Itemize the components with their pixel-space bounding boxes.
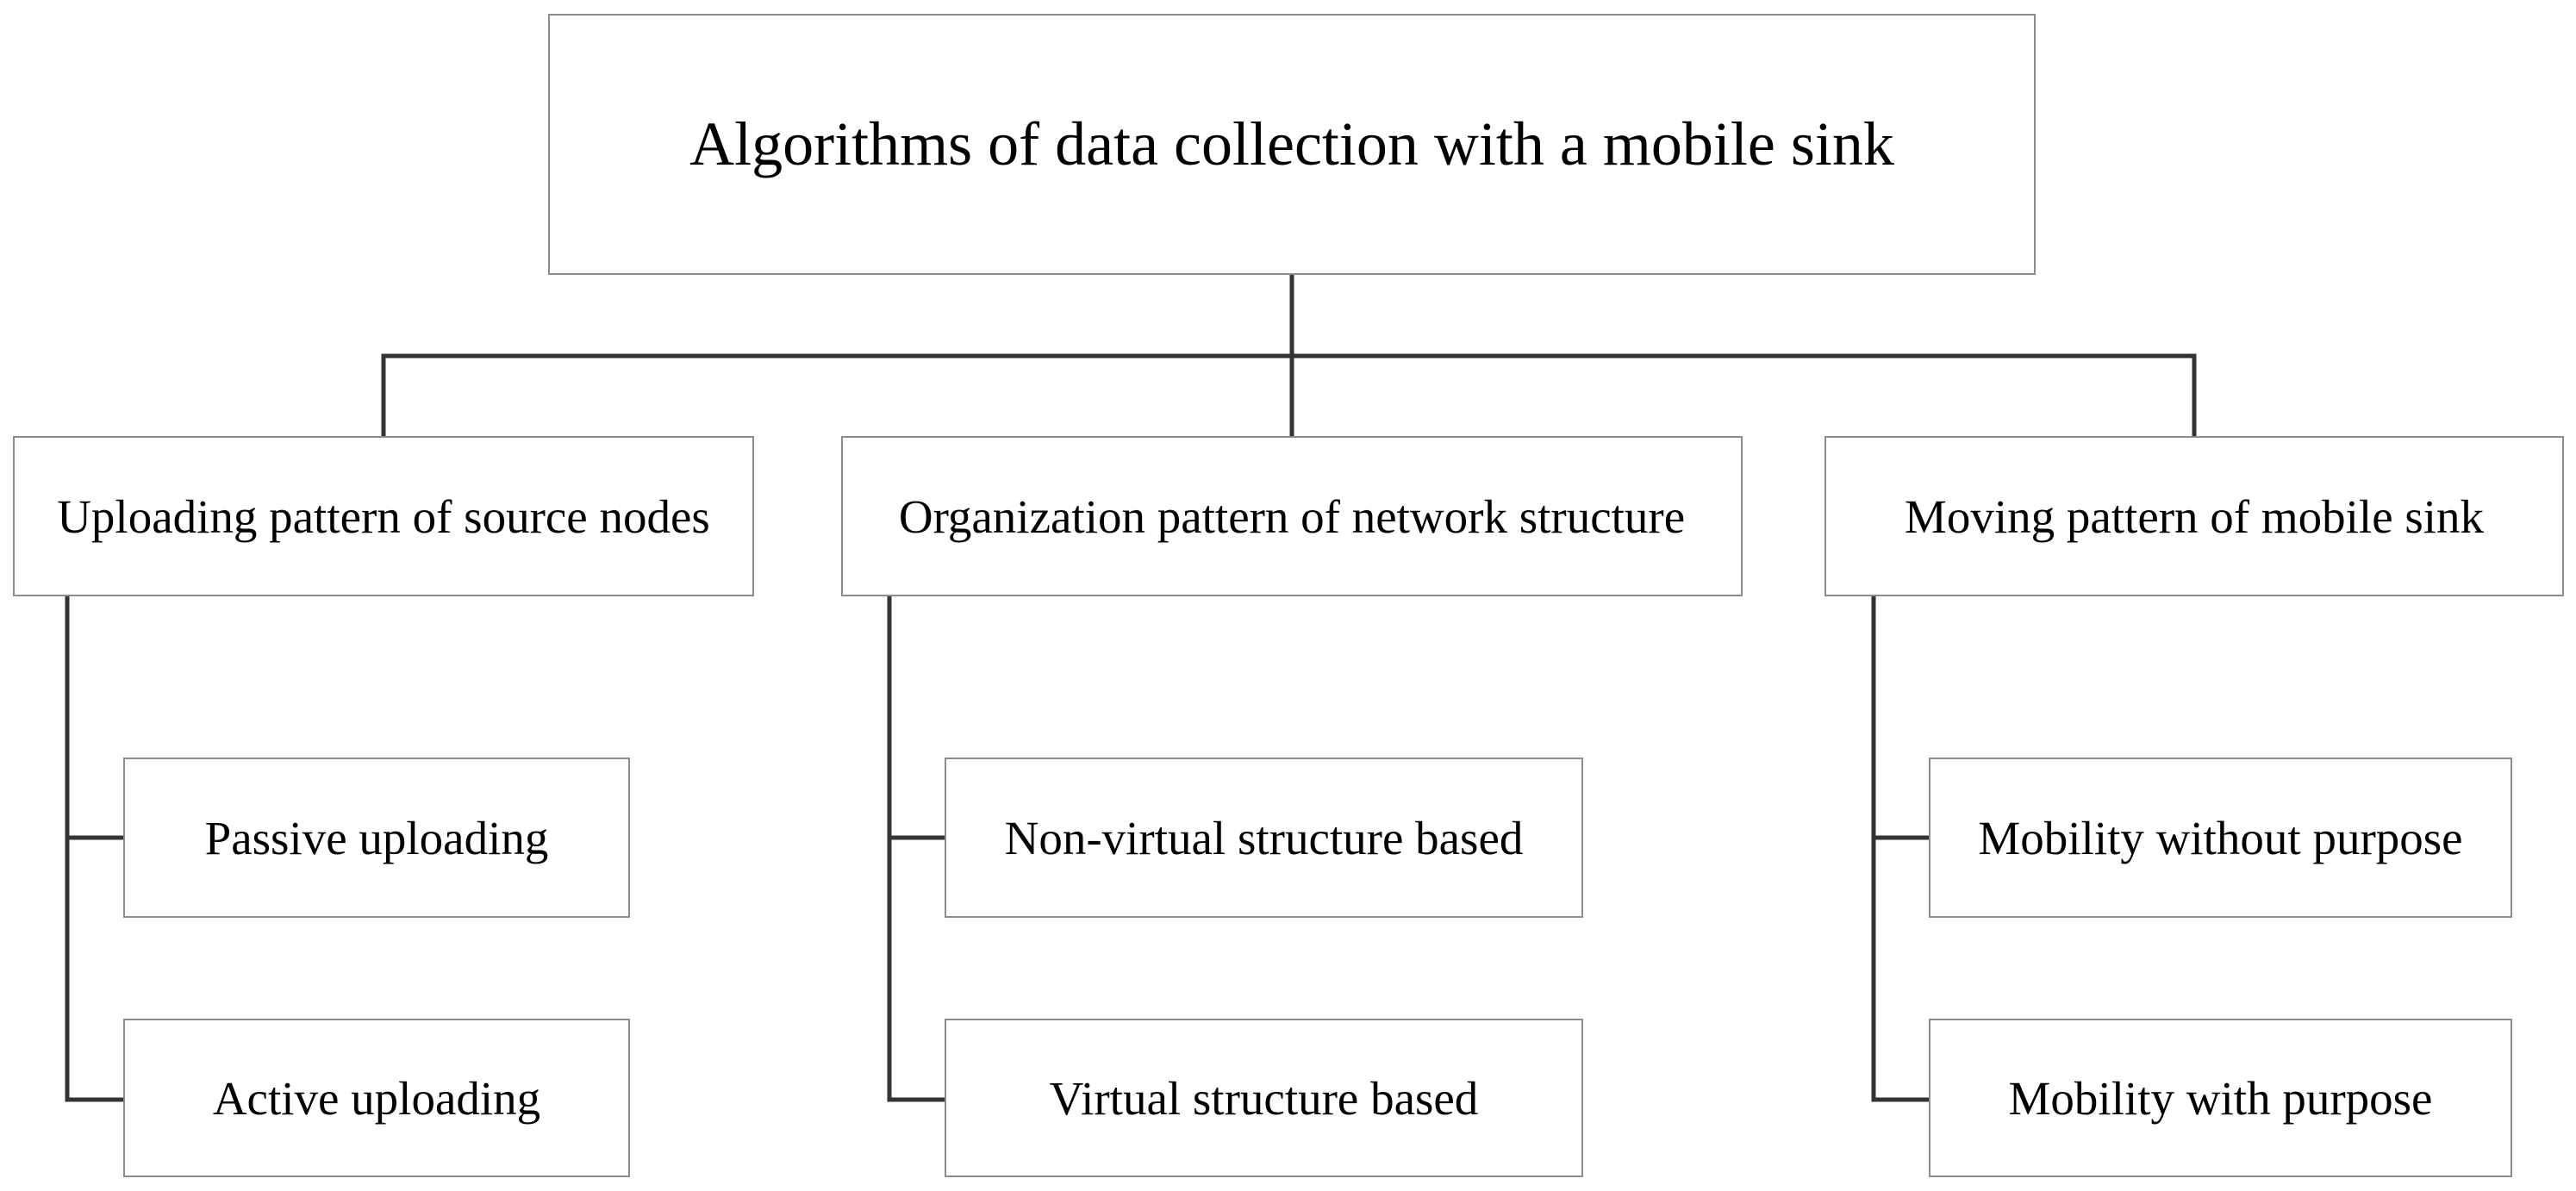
leaf-node-mobility-with-purpose: Mobility with purpose (1929, 1019, 2512, 1177)
leaf-node-mobility-without-purpose: Mobility without purpose (1929, 758, 2512, 918)
leaf-node-active-uploading: Active uploading (123, 1019, 630, 1177)
category-node-label: Moving pattern of mobile sink (1904, 489, 2485, 543)
leaf-node-non-virtual-structure: Non-virtual structure based (945, 758, 1583, 918)
leaf-node-label: Active uploading (212, 1071, 541, 1125)
leaf-node-label: Passive uploading (204, 811, 549, 864)
leaf-node-label: Mobility without purpose (1978, 811, 2463, 864)
category-node-moving-pattern: Moving pattern of mobile sink (1824, 436, 2564, 596)
root-node: Algorithms of data collection with a mob… (548, 14, 2036, 275)
leaf-node-virtual-structure: Virtual structure based (945, 1019, 1583, 1177)
category-node-label: Organization pattern of network structur… (898, 489, 1686, 543)
leaf-node-label: Non-virtual structure based (1004, 811, 1524, 864)
category-node-organization-pattern: Organization pattern of network structur… (841, 436, 1743, 596)
category-node-label: Uploading pattern of source nodes (57, 489, 710, 543)
root-node-label: Algorithms of data collection with a mob… (689, 109, 1894, 178)
leaf-node-label: Mobility with purpose (2008, 1071, 2433, 1125)
leaf-node-label: Virtual structure based (1049, 1071, 1479, 1125)
leaf-node-passive-uploading: Passive uploading (123, 758, 630, 918)
category-node-uploading-pattern: Uploading pattern of source nodes (13, 436, 754, 596)
